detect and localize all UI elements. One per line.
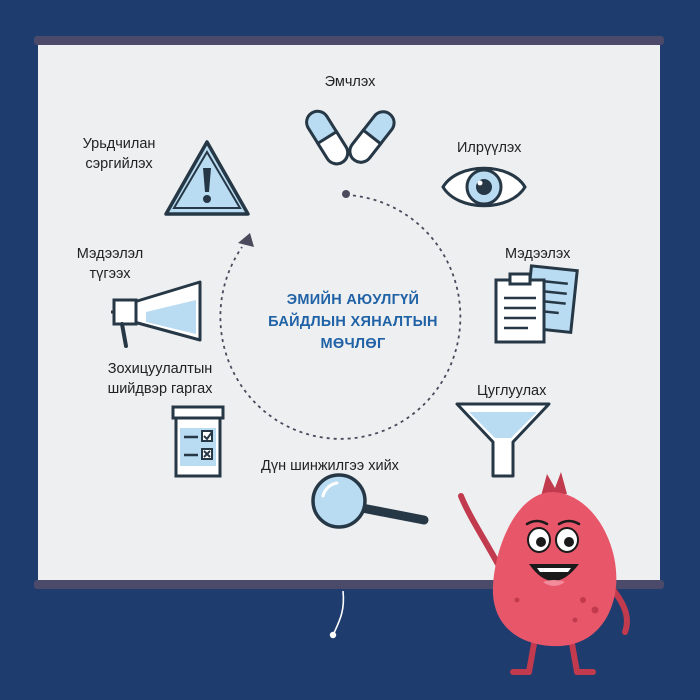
mascot-character [458,472,630,675]
eye-icon [441,166,527,208]
step-label-report-line: Мэдээлэх [505,246,571,262]
pills-icon [305,109,396,166]
cycle-title: ЭМИЙН АЮУЛГҮЙ БАЙДЛЫН ХЯНАЛТЫН МӨЧЛӨГ [248,289,458,355]
board-top-rail [34,36,664,45]
step-label-distribute-line-2: түгээх [89,266,131,282]
cycle-title-line-2: БАЙДЛЫН ХЯНАЛТЫН [268,314,438,330]
step-label-analyze: Дүн шинжилгээ хийх [261,456,399,476]
step-label-treat-line: Эмчлэх [324,74,376,90]
checklist-jar-icon [171,405,225,478]
step-label-analyze-line: Дүн шинжилгээ хийх [261,458,399,474]
cycle-title-line-3: МӨЧЛӨГ [320,336,386,352]
funnel-icon [455,402,551,478]
cycle-title-line-1: ЭМИЙН АЮУЛГҮЙ [286,292,420,308]
step-label-prevent-line-2: сэргийлэх [85,156,153,172]
step-label-treat: Эмчлэх [300,72,400,92]
step-label-detect: Илрүүлэх [457,138,521,158]
documents-icon [494,264,579,344]
step-label-prevent: Урьдчилан сэргийлэх [64,134,174,174]
board-bottom-rail [34,580,664,589]
step-label-prevent-line-1: Урьдчилан [82,136,156,152]
step-label-distribute: Мэдээлэл түгээх [60,244,160,284]
step-label-decision-line-1: Зохицуулалтын [107,361,213,377]
megaphone-icon [111,280,202,348]
step-label-collect-line: Цуглуулах [477,383,547,399]
step-label-decision-line-2: шийдвэр гаргах [107,381,213,397]
magnifier-icon [311,473,429,529]
step-label-detect-line: Илрүүлэх [457,140,522,156]
step-label-decision: Зохицуулалтын шийдвэр гаргах [80,359,240,399]
step-label-distribute-line-1: Мэдээлэл [76,246,144,262]
step-label-collect: Цуглуулах [477,381,546,401]
step-label-report: Мэдээлэх [505,244,570,264]
warning-sign-icon [164,140,250,216]
